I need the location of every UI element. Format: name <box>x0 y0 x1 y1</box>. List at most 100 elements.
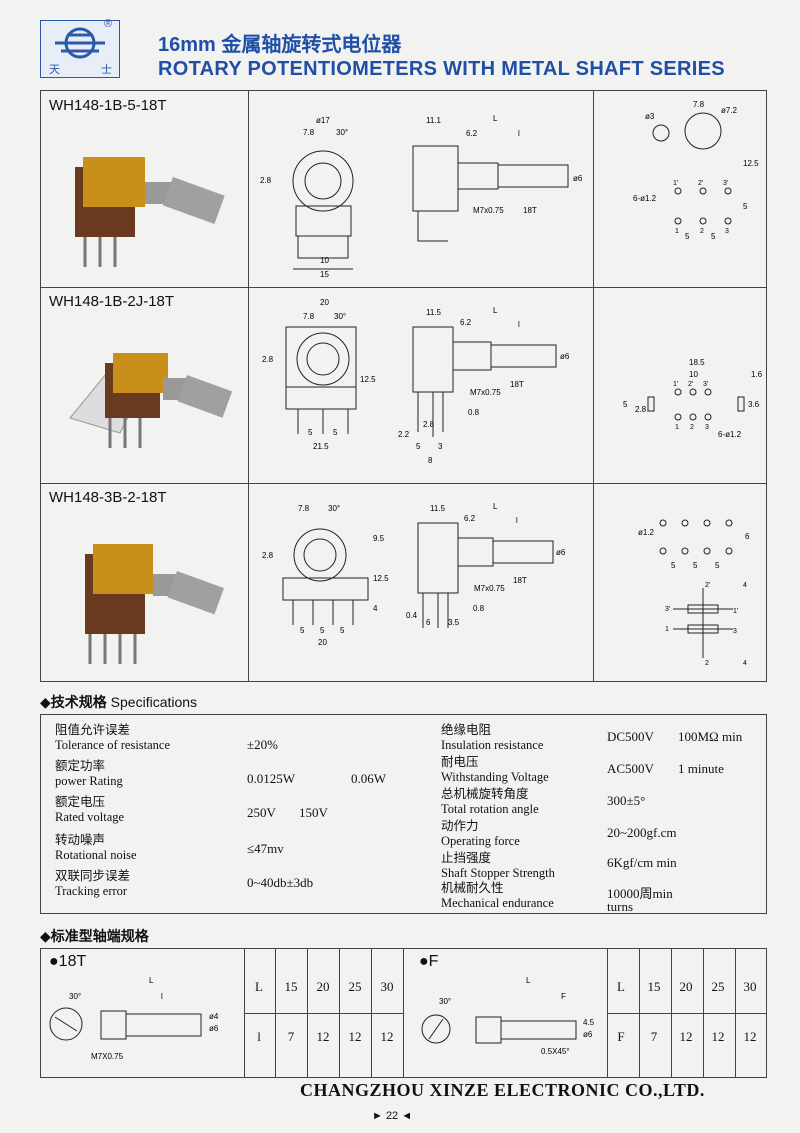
spec-value: 6Kgf/cm min <box>607 855 677 870</box>
svg-text:ø6: ø6 <box>573 174 583 183</box>
company-name: CHANGZHOU XINZE ELECTRONIC CO.,LTD. <box>300 1080 705 1100</box>
svg-text:1': 1' <box>733 608 738 615</box>
shaft-section-title: ◆标准型轴端规格 <box>40 928 149 944</box>
svg-text:2.2: 2.2 <box>398 430 410 439</box>
page-title-en: ROTARY POTENTIOMETERS WITH METAL SHAFT S… <box>158 58 725 80</box>
svg-text:0.4: 0.4 <box>406 611 418 620</box>
svg-text:11.5: 11.5 <box>430 504 446 513</box>
svg-text:4.5: 4.5 <box>583 1018 595 1027</box>
svg-text:8: 8 <box>428 456 433 465</box>
svg-text:F: F <box>561 992 566 1001</box>
svg-text:5: 5 <box>300 626 305 635</box>
svg-text:3: 3 <box>438 442 443 451</box>
svg-text:6: 6 <box>745 532 750 541</box>
company-logo: 天 士 <box>40 20 120 78</box>
svg-text:30°: 30° <box>328 504 340 513</box>
spec-value: 300±5° <box>607 793 646 808</box>
svg-text:0.8: 0.8 <box>473 604 485 613</box>
spec-value: AC500V <box>607 761 654 776</box>
shaft-l-value: 25 <box>348 979 362 994</box>
model-table: WH148-1B-5-18T ø17 7.8 30° 2.8 10 <box>40 90 767 682</box>
svg-text:M7x0.75: M7x0.75 <box>473 206 504 215</box>
svg-text:6.2: 6.2 <box>466 129 478 138</box>
model-row: WH148-1B-2J-18T 20 7.8 30° 2.8 <box>41 287 766 484</box>
svg-text:ø17: ø17 <box>316 116 330 125</box>
svg-text:5: 5 <box>320 626 325 635</box>
svg-text:5: 5 <box>715 561 720 570</box>
svg-text:ø4: ø4 <box>209 1012 219 1021</box>
svg-text:l: l <box>161 992 163 1001</box>
svg-text:2.8: 2.8 <box>262 551 274 560</box>
svg-text:9.5: 9.5 <box>373 534 385 543</box>
model-name: WH148-1B-5-18T <box>49 97 167 114</box>
svg-text:天: 天 <box>49 64 60 76</box>
svg-text:15: 15 <box>320 270 329 279</box>
page-title-cn: 16mm 金属轴旋转式电位器 <box>158 34 402 56</box>
spec-value: DC500V <box>607 729 654 744</box>
svg-text:l: l <box>518 320 520 329</box>
svg-text:ø3: ø3 <box>645 112 655 121</box>
shaft-spec-table: ●18T 30° L l ø6 ø4 M7X0.75 L 15 20 25 30… <box>40 948 767 1078</box>
model-row: WH148-3B-2-18T 7.8 30° 2.8 9.5 12.5 4 <box>41 483 766 681</box>
shaft-f-drawing: 30° L F ø6 4.5 0.5X45° <box>421 976 595 1056</box>
potentiometer-photo <box>69 353 233 448</box>
svg-text:4: 4 <box>373 604 378 613</box>
svg-text:18.5: 18.5 <box>689 358 705 367</box>
potentiometer-photo <box>85 544 224 664</box>
svg-text:5: 5 <box>333 428 338 437</box>
svg-text:M7x0.75: M7x0.75 <box>470 388 501 397</box>
svg-text:l: l <box>516 516 518 525</box>
spec-value: ±20% <box>247 737 278 752</box>
shaft-l-value: 30 <box>380 979 394 994</box>
dimension-drawing: ø17 7.8 30° 2.8 10 15 11.1 6.2 L l ø6 M7… <box>260 114 583 279</box>
svg-text:L: L <box>493 306 498 315</box>
svg-text:1: 1 <box>665 626 669 633</box>
shaft-l-value: 25 <box>711 979 725 994</box>
svg-text:2.8: 2.8 <box>635 405 647 414</box>
model-drawing-cell: ø17 7.8 30° 2.8 10 15 11.1 6.2 L l ø6 M7… <box>248 91 594 287</box>
pcb-layout-cell: ø1.2 6 5 5 5 1' 2' 3' 1 2 3 4 4 <box>593 483 766 681</box>
svg-text:7.8: 7.8 <box>693 100 705 109</box>
model-photo-cell: WH148-1B-5-18T <box>41 91 249 287</box>
spec-value: 0~40db±3db <box>247 875 314 890</box>
shaft-18t-drawing: 30° L l ø6 ø4 M7X0.75 <box>49 976 219 1061</box>
svg-text:7.8: 7.8 <box>298 504 310 513</box>
shaft-f-label: F <box>617 1029 625 1044</box>
pcb-layout-drawing: 18.5 10 1.6 5 2.8 3.6 6-ø1.2 1' 2' 3' 1 … <box>623 358 763 439</box>
shaft-type-f: ●F <box>419 953 439 970</box>
registered-mark: ® <box>104 18 113 30</box>
svg-text:M7X0.75: M7X0.75 <box>91 1052 124 1061</box>
svg-text:3: 3 <box>725 228 729 235</box>
shaft-l-label: L <box>255 979 263 994</box>
svg-text:5: 5 <box>671 561 676 570</box>
shaft-l-label: L <box>617 979 625 994</box>
svg-text:5: 5 <box>623 400 628 409</box>
svg-text:18T: 18T <box>523 206 537 215</box>
svg-text:6.2: 6.2 <box>460 318 472 327</box>
dimension-drawing: 20 7.8 30° 2.8 12.5 5 5 21.5 11.5 6.2 L … <box>262 298 570 465</box>
svg-text:10: 10 <box>689 370 698 379</box>
svg-text:2': 2' <box>698 180 703 187</box>
svg-text:2': 2' <box>688 381 693 388</box>
svg-text:5: 5 <box>340 626 345 635</box>
svg-text:2.8: 2.8 <box>423 420 435 429</box>
svg-text:ø6: ø6 <box>556 548 566 557</box>
svg-text:2.8: 2.8 <box>260 176 272 185</box>
svg-text:3.6: 3.6 <box>748 400 760 409</box>
pcb-layout-cell: 7.8 ø7.2 ø3 12.5 6-ø1.2 5 5 5 1' 2' 3' 1… <box>593 91 766 287</box>
shaft-f-value: 12 <box>743 1029 757 1044</box>
svg-text:L: L <box>149 976 154 985</box>
shaft-l-value: 15 <box>284 979 298 994</box>
shaft-f-value: 12 <box>679 1029 693 1044</box>
model-name: WH148-1B-2J-18T <box>49 293 175 310</box>
page-number: ► 22 ◄ <box>372 1110 413 1122</box>
pcb-layout-drawing: ø1.2 6 5 5 5 1' 2' 3' 1 2 3 4 4 <box>638 519 750 667</box>
svg-text:18T: 18T <box>510 380 524 389</box>
